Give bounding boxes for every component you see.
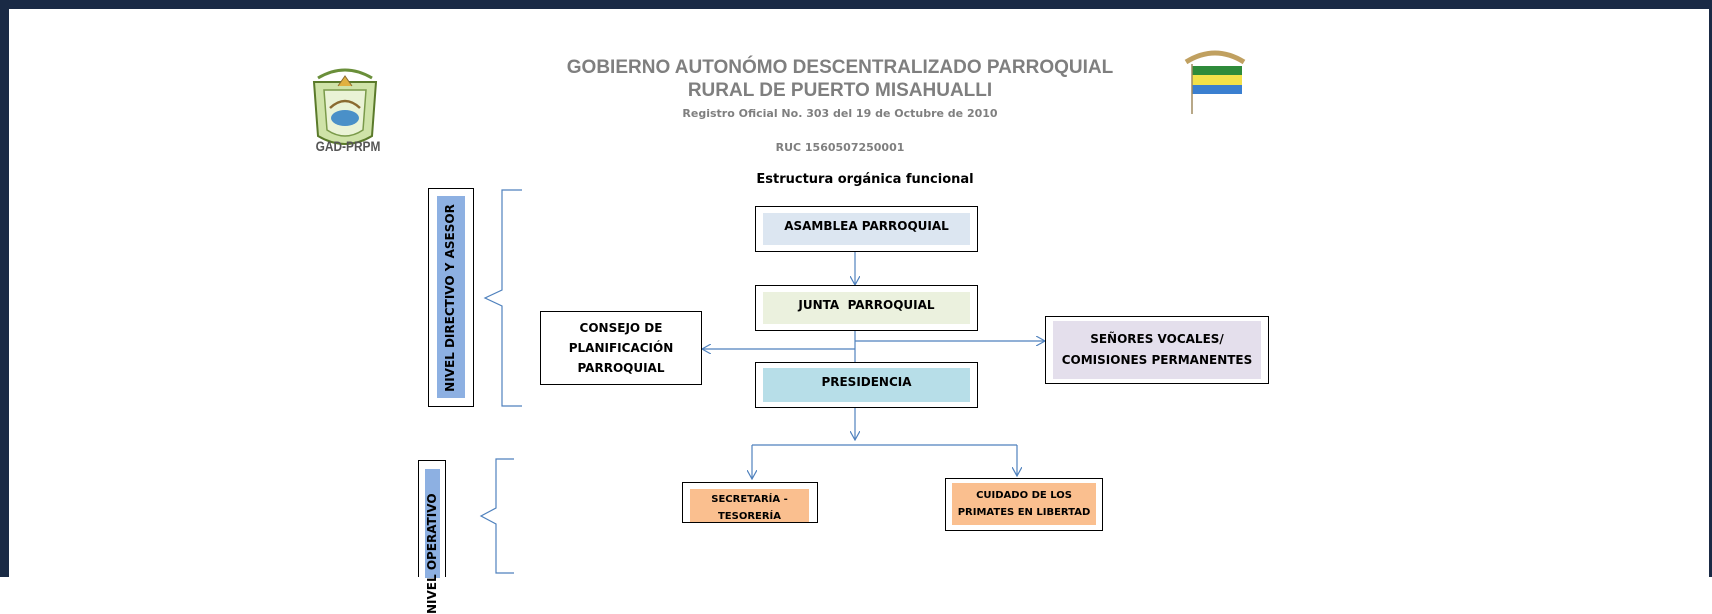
node-consejo-label: CONSEJO DE PLANIFICACIÓN PARROQUIAL (568, 321, 674, 375)
node-consejo: CONSEJO DE PLANIFICACIÓN PARROQUIAL (540, 311, 702, 385)
org-name-line2: RURAL DE PUERTO MISAHUALLI (687, 80, 993, 101)
gad-logo: GAD-PRPM (300, 56, 390, 156)
node-cuidado-label: CUIDADO DE LOS PRIMATES EN LIBERTAD (952, 483, 1096, 525)
node-asamblea-label: ASAMBLEA PARROQUIAL (763, 213, 970, 245)
node-secretaria-label: SECRETARÍA - TESORERÍA (690, 489, 809, 522)
level-directivo: NIVEL DIRECTIVO Y ASESOR (428, 188, 474, 407)
window-frame (0, 0, 1712, 577)
level-directivo-label: NIVEL DIRECTIVO Y ASESOR (443, 204, 457, 392)
node-junta: JUNTA PARROQUIAL (755, 285, 978, 331)
node-cuidado: CUIDADO DE LOS PRIMATES EN LIBERTAD (945, 478, 1103, 531)
connector-lines (479, 189, 1712, 574)
diagram-title: Estructura orgánica funcional (756, 172, 974, 187)
registro-oficial: Registro Oficial No. 303 del 19 de Octub… (682, 107, 998, 120)
node-secretaria: SECRETARÍA - TESORERÍA (682, 482, 818, 523)
node-vocales-label: SEÑORES VOCALES/ COMISIONES PERMANENTES (1053, 321, 1261, 379)
node-presidencia: PRESIDENCIA (755, 362, 978, 408)
node-presidencia-label: PRESIDENCIA (763, 368, 970, 402)
parish-seal-flag (1178, 44, 1253, 116)
node-asamblea: ASAMBLEA PARROQUIAL (755, 206, 978, 252)
node-vocales: SEÑORES VOCALES/ COMISIONES PERMANENTES (1045, 316, 1269, 384)
brace-directivo (483, 189, 522, 407)
brace-operativo (479, 458, 514, 574)
ruc-number: RUC 1560507250001 (775, 141, 905, 154)
level-operativo: NIVEL OPERATIVO (418, 460, 446, 614)
gad-logo-text: GAD-PRPM (315, 138, 381, 154)
level-operativo-label: NIVEL OPERATIVO (425, 493, 439, 614)
gad-emblem-icon (312, 68, 378, 145)
node-junta-label: JUNTA PARROQUIAL (763, 292, 970, 324)
flag-icon (1184, 50, 1246, 114)
org-name-line1: GOBIERNO AUTONÓMO DESCENTRALIZADO PARROQ… (566, 57, 1114, 78)
